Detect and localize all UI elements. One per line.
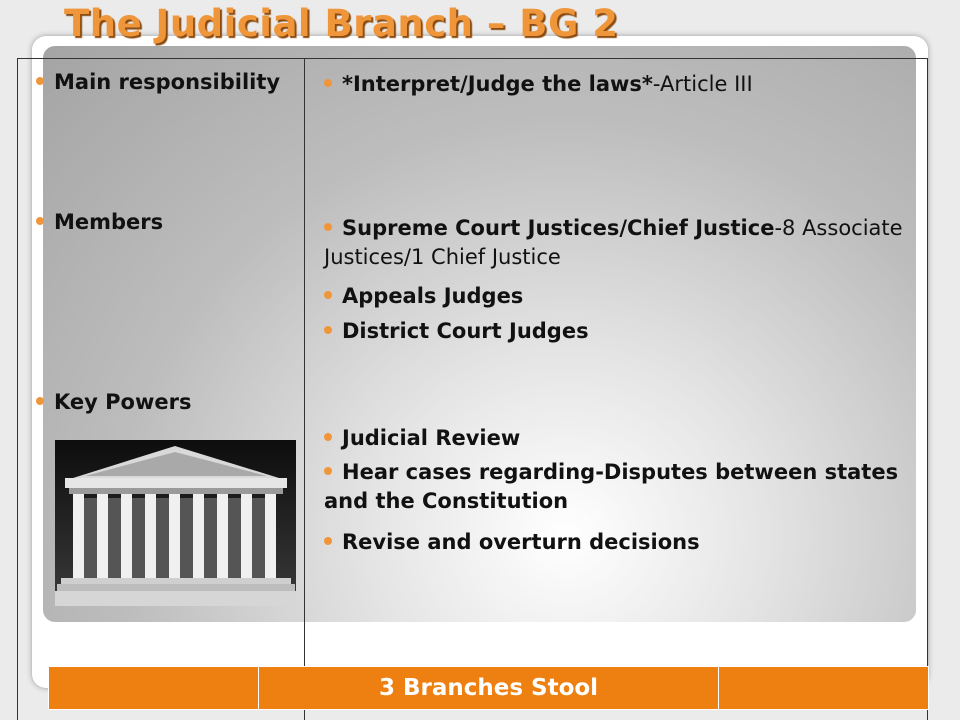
bottom-bar: 3 Branches Stool [48,666,929,710]
table-outline [17,58,928,720]
column-divider [304,58,305,720]
main-responsibility-text: *Interpret/Judge the laws*-Article III [324,70,924,99]
slide-title: The Judicial Branch – BG 2 [64,2,619,45]
member-item: District Court Judges [324,317,924,346]
power-item: Revise and overturn decisions [324,528,924,557]
power-item: Judicial Review [324,424,924,453]
member-item: Supreme Court Justices/Chief Justice-8 A… [324,214,924,272]
bottom-bar-label: 3 Branches Stool [259,667,720,709]
bottom-bar-cell-right [719,667,928,709]
bottom-bar-cell-left [49,667,259,709]
member-item: Appeals Judges [324,282,924,311]
label-main-responsibility: Main responsibility [36,68,298,97]
label-members: Members [36,208,298,237]
supreme-court-building-image [55,440,296,606]
label-key-powers: Key Powers [36,388,298,417]
power-item: Hear cases regarding-Disputes between st… [324,458,924,516]
